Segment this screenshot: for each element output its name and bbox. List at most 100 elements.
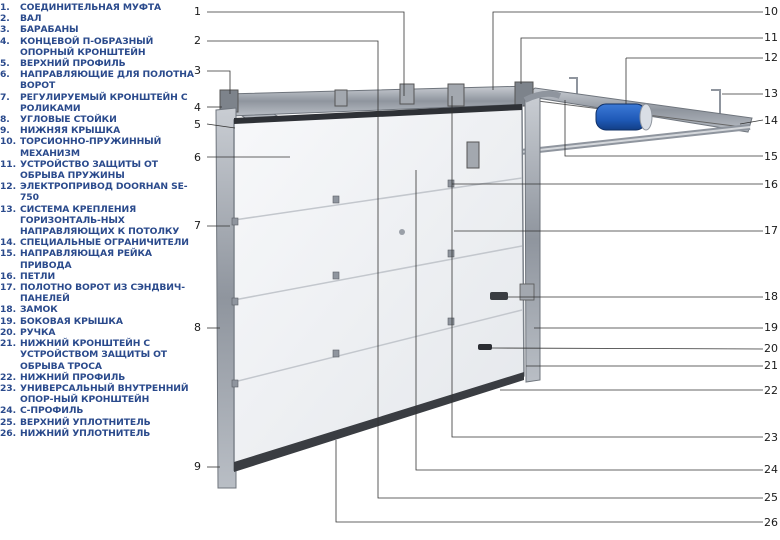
legend-item: 14.СПЕЦИАЛЬНЫЕ ОГРАНИЧИТЕЛИ xyxy=(0,237,200,248)
legend-item: 21. НИЖНИЙ КРОНШТЕЙН С УСТРОЙСТВОМ ЗАЩИТЫ… xyxy=(0,338,200,372)
hinge-icon xyxy=(231,179,455,388)
legend-text: ЗАМОК xyxy=(20,304,58,316)
callout-number: 11 xyxy=(764,31,778,44)
legend-text: СИСТЕМА КРЕПЛЕНИЯ ГОРИЗОНТАЛЬ-НЫХ НАПРАВ… xyxy=(20,203,180,238)
callout-number: 14 xyxy=(764,114,778,127)
legend-number: 9. xyxy=(0,125,10,137)
legend-text: БАРАБАНЫ xyxy=(20,24,79,36)
legend-item: 16. ПЕТЛИ xyxy=(0,271,200,282)
legend-item: 22. НИЖНИЙ ПРОФИЛЬ xyxy=(0,372,200,383)
legend-item: 9.НИЖНЯЯ КРЫШКА xyxy=(0,125,200,136)
legend-text: УНИВЕРСАЛЬНЫЙ ВНУТРЕННИЙ ОПОР-НЫЙ КРОНШТ… xyxy=(20,382,189,406)
callout-number: 1 xyxy=(194,5,201,18)
legend-number: 11. xyxy=(0,158,16,170)
legend-item: 10. ТОРСИОННО-ПРУЖИННЫЙ МЕХАНИЗМ xyxy=(0,136,200,158)
legend-item: 18. ЗАМОК xyxy=(0,304,200,315)
legend-text: ТОРСИОННО-ПРУЖИННЫЙ МЕХАНИЗМ xyxy=(20,136,162,159)
legend-text: РУЧКА xyxy=(20,326,56,338)
callout-number: 7 xyxy=(194,219,201,232)
legend-item: 2. ВАЛ xyxy=(0,13,200,24)
legend-item: 13. СИСТЕМА КРЕПЛЕНИЯ ГОРИЗОНТАЛЬ-НЫХ НАП… xyxy=(0,204,200,238)
legend-number: 20. xyxy=(0,326,16,338)
legend-item: 24. С-ПРОФИЛЬ xyxy=(0,405,200,416)
legend-text: БОКОВАЯ КРЫШКА xyxy=(20,315,123,327)
legend-item: 12. ЭЛЕКТРОПРИВОД DOORHAN SE-750 xyxy=(0,181,200,203)
legend-item: 6. НАПРАВЛЯЮЩИЕ ДЛЯ ПОЛОТНА ВОРОТ xyxy=(0,69,200,91)
legend-number: 15. xyxy=(0,248,16,260)
drive-door-bracket xyxy=(466,141,480,169)
legend-number: 18. xyxy=(0,304,16,316)
legend-text: НАПРАВЛЯЮЩИЕ ДЛЯ ПОЛОТНА ВОРОТ xyxy=(20,69,194,92)
callout-number: 19 xyxy=(764,321,778,334)
legend-number: 2. xyxy=(0,13,10,25)
legend-number: 5. xyxy=(0,58,10,70)
callout-number: 22 xyxy=(764,384,778,397)
callout-number: 20 xyxy=(764,342,778,355)
callout-number: 24 xyxy=(764,463,778,476)
legend-text: НИЖНИЙ КРОНШТЕЙН С УСТРОЙСТВОМ ЗАЩИТЫ ОТ… xyxy=(20,338,167,372)
callout-number: 13 xyxy=(764,87,778,100)
legend-text: С-ПРОФИЛЬ xyxy=(20,405,84,417)
legend-item: 20. РУЧКА xyxy=(0,327,200,338)
legend-item: 8.УГЛОВЫЕ СТОЙКИ xyxy=(0,114,200,125)
legend-number: 24. xyxy=(0,405,16,417)
legend-number: 13. xyxy=(0,203,16,215)
legend-number: 23. xyxy=(0,382,16,394)
legend-number: 12. xyxy=(0,181,16,193)
legend-number: 25. xyxy=(0,416,16,428)
legend-text: НИЖНИЙ УПЛОТНИТЕЛЬ xyxy=(20,427,151,439)
legend-item: 7.РЕГУЛИРУЕМЫЙ КРОНШТЕЙН С РОЛИКАМИ xyxy=(0,92,200,114)
lock-icon xyxy=(490,283,535,301)
legend-text: ПЕТЛИ xyxy=(20,270,56,282)
legend-item: 5. ВЕРХНИЙ ПРОФИЛЬ xyxy=(0,58,200,69)
legend-number: 22. xyxy=(0,371,16,383)
motor-icon xyxy=(595,103,653,131)
legend-text: ВАЛ xyxy=(20,13,42,25)
callout-number: 26 xyxy=(764,516,778,529)
legend-number: 6. xyxy=(0,69,10,81)
legend-item: 3. БАРАБАНЫ xyxy=(0,24,200,35)
legend-number: 16. xyxy=(0,270,16,282)
legend-item: 1. СОЕДИНИТЕЛЬНАЯ МУФТА xyxy=(0,2,200,13)
callout-number: 6 xyxy=(194,151,201,164)
legend-number: 17. xyxy=(0,282,16,294)
legend-number: 1. xyxy=(0,2,10,13)
callout-number: 23 xyxy=(764,431,778,444)
corner-posts xyxy=(215,90,562,489)
callout-number: 16 xyxy=(764,178,778,191)
legend-text: СПЕЦИАЛЬНЫЕ ОГРАНИЧИТЕЛИ xyxy=(20,237,189,249)
legend-item: 15.НАПРАВЛЯЮЩАЯ РЕЙКА ПРИВОДА xyxy=(0,248,200,270)
callout-number: 10 xyxy=(764,5,778,18)
callout-number: 8 xyxy=(194,321,201,334)
legend-item: 17. ПОЛОТНО ВОРОТ ИЗ СЭНДВИЧ-ПАНЕЛЕЙ xyxy=(0,282,200,304)
legend-number: 21. xyxy=(0,338,16,350)
legend-text: ЭЛЕКТРОПРИВОД DOORHAN SE-750 xyxy=(20,181,188,204)
legend-text: ВЕРХНИЙ ПРОФИЛЬ xyxy=(20,58,126,70)
callout-number: 15 xyxy=(764,150,778,163)
callout-number: 25 xyxy=(764,491,778,504)
legend-number: 10. xyxy=(0,136,16,148)
callout-number: 9 xyxy=(194,460,201,473)
legend-number: 7. xyxy=(0,91,10,103)
legend-number: 4. xyxy=(0,35,10,47)
door-panel xyxy=(233,104,525,472)
legend-item: 23. УНИВЕРСАЛЬНЫЙ ВНУТРЕННИЙ ОПОР-НЫЙ КРО… xyxy=(0,383,200,405)
legend-number: 19. xyxy=(0,315,16,327)
legend-number: 8. xyxy=(0,114,10,126)
legend-number: 3. xyxy=(0,24,10,36)
callout-number: 21 xyxy=(764,359,778,372)
legend-item: 4.КОНЦЕВОЙ П-ОБРАЗНЫЙ ОПОРНЫЙ КРОНШТЕЙН xyxy=(0,36,200,58)
legend-text: УСТРОЙСТВО ЗАЩИТЫ ОТ ОБРЫВА ПРУЖИНЫ xyxy=(20,158,158,182)
legend-text: СОЕДИНИТЕЛЬНАЯ МУФТА xyxy=(20,2,162,13)
legend-item: 19. БОКОВАЯ КРЫШКА xyxy=(0,316,200,327)
legend-text: ПОЛОТНО ВОРОТ ИЗ СЭНДВИЧ-ПАНЕЛЕЙ xyxy=(20,282,185,305)
legend-text: НИЖНИЙ ПРОФИЛЬ xyxy=(20,371,126,383)
legend-item: 25.ВЕРХНИЙ УПЛОТНИТЕЛЬ xyxy=(0,417,200,428)
callout-number: 12 xyxy=(764,51,778,64)
callout-number: 3 xyxy=(194,64,201,77)
callout-number: 5 xyxy=(194,118,201,131)
